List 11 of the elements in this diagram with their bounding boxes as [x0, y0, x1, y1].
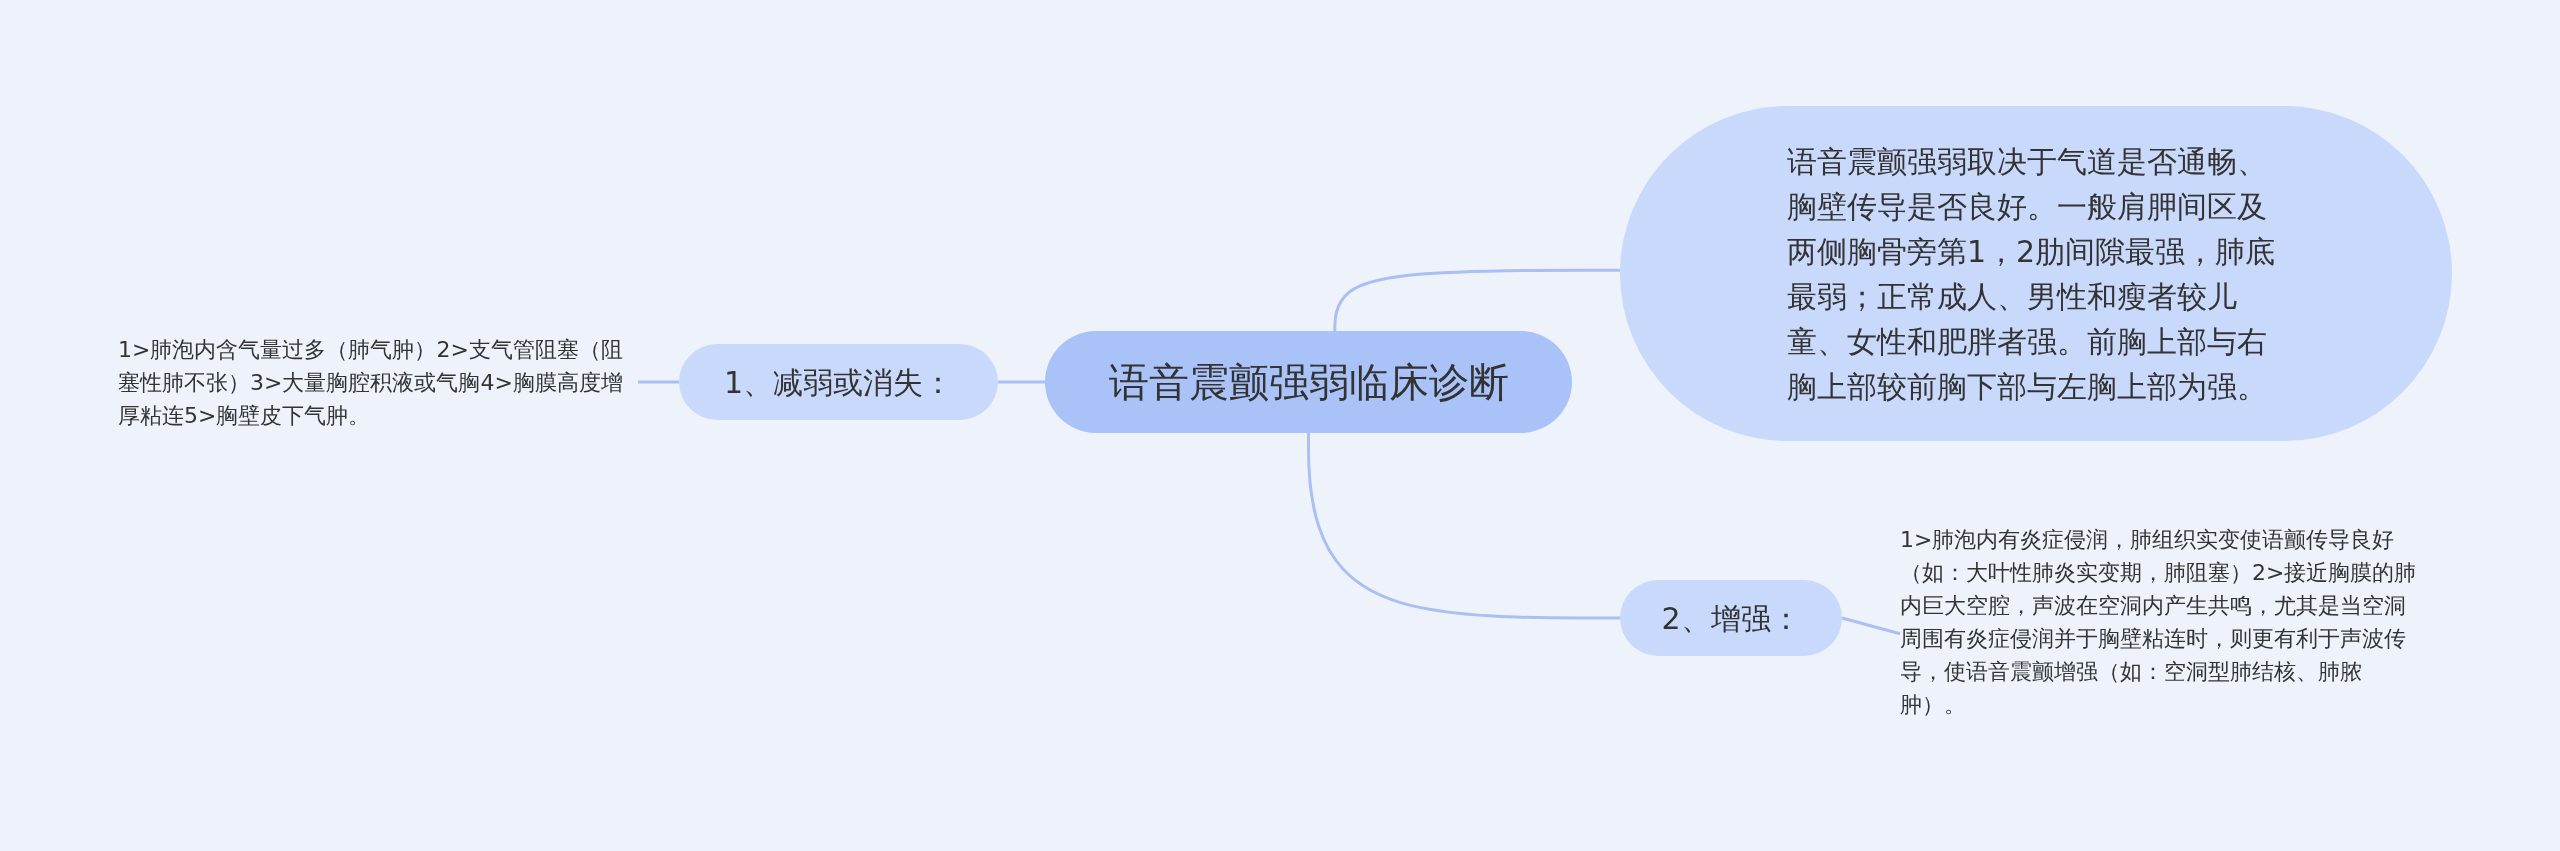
connector-line — [998, 380, 1045, 384]
connector-line — [1841, 616, 1901, 636]
connector-line — [1307, 433, 1620, 620]
connector-line — [638, 380, 679, 384]
note-text: 1>肺泡内含气量过多（肺气肿）2>支气管阻塞（阻塞性肺不张）3>大量胸腔积液或气胸4>胸膜高度增厚粘连5>胸壁皮下气肿。 — [118, 335, 624, 430]
topic-text: 1、减弱或消失： — [723, 363, 954, 402]
topic-text: 语音震颤强弱取决于气道是否通畅、胸壁传导是否良好。一般肩胛间区及两侧胸骨旁第1，2肋间隙最强，肺底最弱；正常成人、男性和瘦者较儿童、女性和肥胖者强。前胸上部与右胸上部较前胸下部与左胸上部为强。 — [1787, 142, 2277, 406]
note-text: 1>肺泡内有炎症侵润，肺组织实变使语颤传导良好（如：大叶性肺炎实变期，肺阻塞）2>接近胸膜的肺内巨大空腔，声波在空洞内产生共鸣，尤其是当空洞周围有炎症侵润并于胸壁粘连时，则更有利于声波传导，使语音震颤增强（如：空洞型肺结核、肺脓肿）。 — [1900, 526, 2418, 719]
topic-text: 2、增强： — [1661, 599, 1801, 638]
connector-line — [1333, 268, 1620, 331]
topic-text: 语音震颤强弱临床诊断 — [1108, 358, 1509, 407]
